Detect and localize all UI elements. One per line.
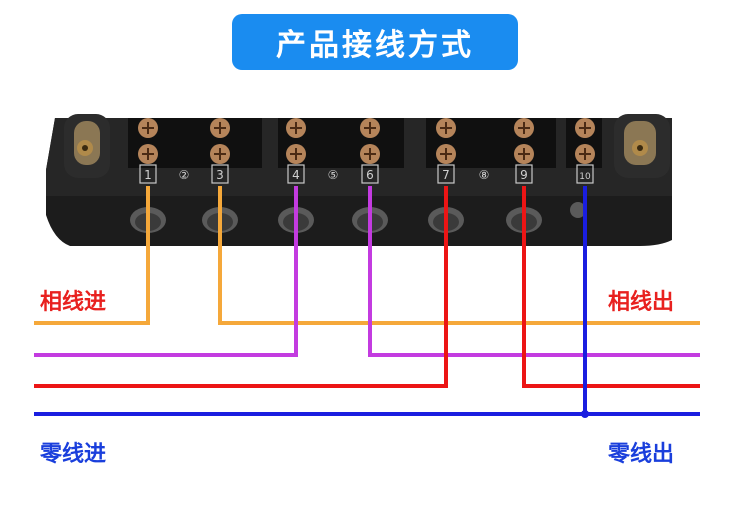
- terminal-number: 6: [366, 168, 374, 182]
- screw: [436, 144, 456, 164]
- terminal-number: ⑧: [479, 168, 490, 182]
- terminal-number-box: [437, 164, 455, 184]
- screw: [138, 118, 158, 138]
- screw: [360, 144, 380, 164]
- purple-wire-in: [34, 186, 298, 357]
- terminal-number: ⑤: [328, 168, 339, 182]
- terminal-number: 9: [520, 168, 528, 182]
- terminal-number: 7: [442, 168, 450, 182]
- terminal-number-box: [287, 164, 305, 184]
- screw: [575, 118, 595, 138]
- terminal-number-box: [211, 164, 229, 184]
- screw: [286, 144, 306, 164]
- terminal-number: 1: [144, 168, 152, 182]
- terminal-number-box: [139, 164, 157, 184]
- purple-wire-out: [368, 186, 700, 357]
- terminal-number-box: [515, 164, 533, 184]
- screw: [138, 144, 158, 164]
- mounting-ear-right: [614, 114, 670, 178]
- wire-hole: [570, 202, 586, 218]
- screw: [286, 118, 306, 138]
- label-neutral-in: 零线进: [40, 442, 107, 467]
- diagram-title: 产品接线方式: [276, 28, 474, 63]
- terminal-number: 4: [292, 168, 300, 182]
- terminal-number: 10: [579, 172, 591, 182]
- screw: [514, 118, 534, 138]
- screw: [514, 144, 534, 164]
- blue-wire-junction: [581, 410, 589, 418]
- terminal-number-box: [576, 164, 594, 184]
- screw: [360, 118, 380, 138]
- terminal-number: 3: [216, 168, 224, 182]
- title-banner: 产品接线方式: [232, 14, 518, 70]
- terminal-number-box: [361, 164, 379, 184]
- screw-wells: [128, 118, 602, 168]
- screw: [575, 144, 595, 164]
- orange-wire-out: [218, 186, 700, 325]
- screw: [436, 118, 456, 138]
- screw: [210, 144, 230, 164]
- screw: [210, 118, 230, 138]
- red-wire-out: [522, 186, 700, 388]
- label-phase-out: 相线出: [608, 290, 675, 315]
- terminal-block: 1 ② 3 4 ⑤ 6 7 ⑧ 9 10: [46, 114, 672, 246]
- label-neutral-out: 零线出: [608, 442, 675, 467]
- terminal-number: ②: [179, 168, 190, 182]
- red-wire-in: [34, 186, 448, 388]
- orange-wire-in: [34, 186, 150, 325]
- terminal-labels: 1 ② 3 4 ⑤ 6 7 ⑧ 9 10: [139, 164, 594, 184]
- label-phase-in: 相线进: [40, 290, 107, 315]
- mounting-ear-left: [64, 114, 110, 178]
- wires: [34, 186, 700, 418]
